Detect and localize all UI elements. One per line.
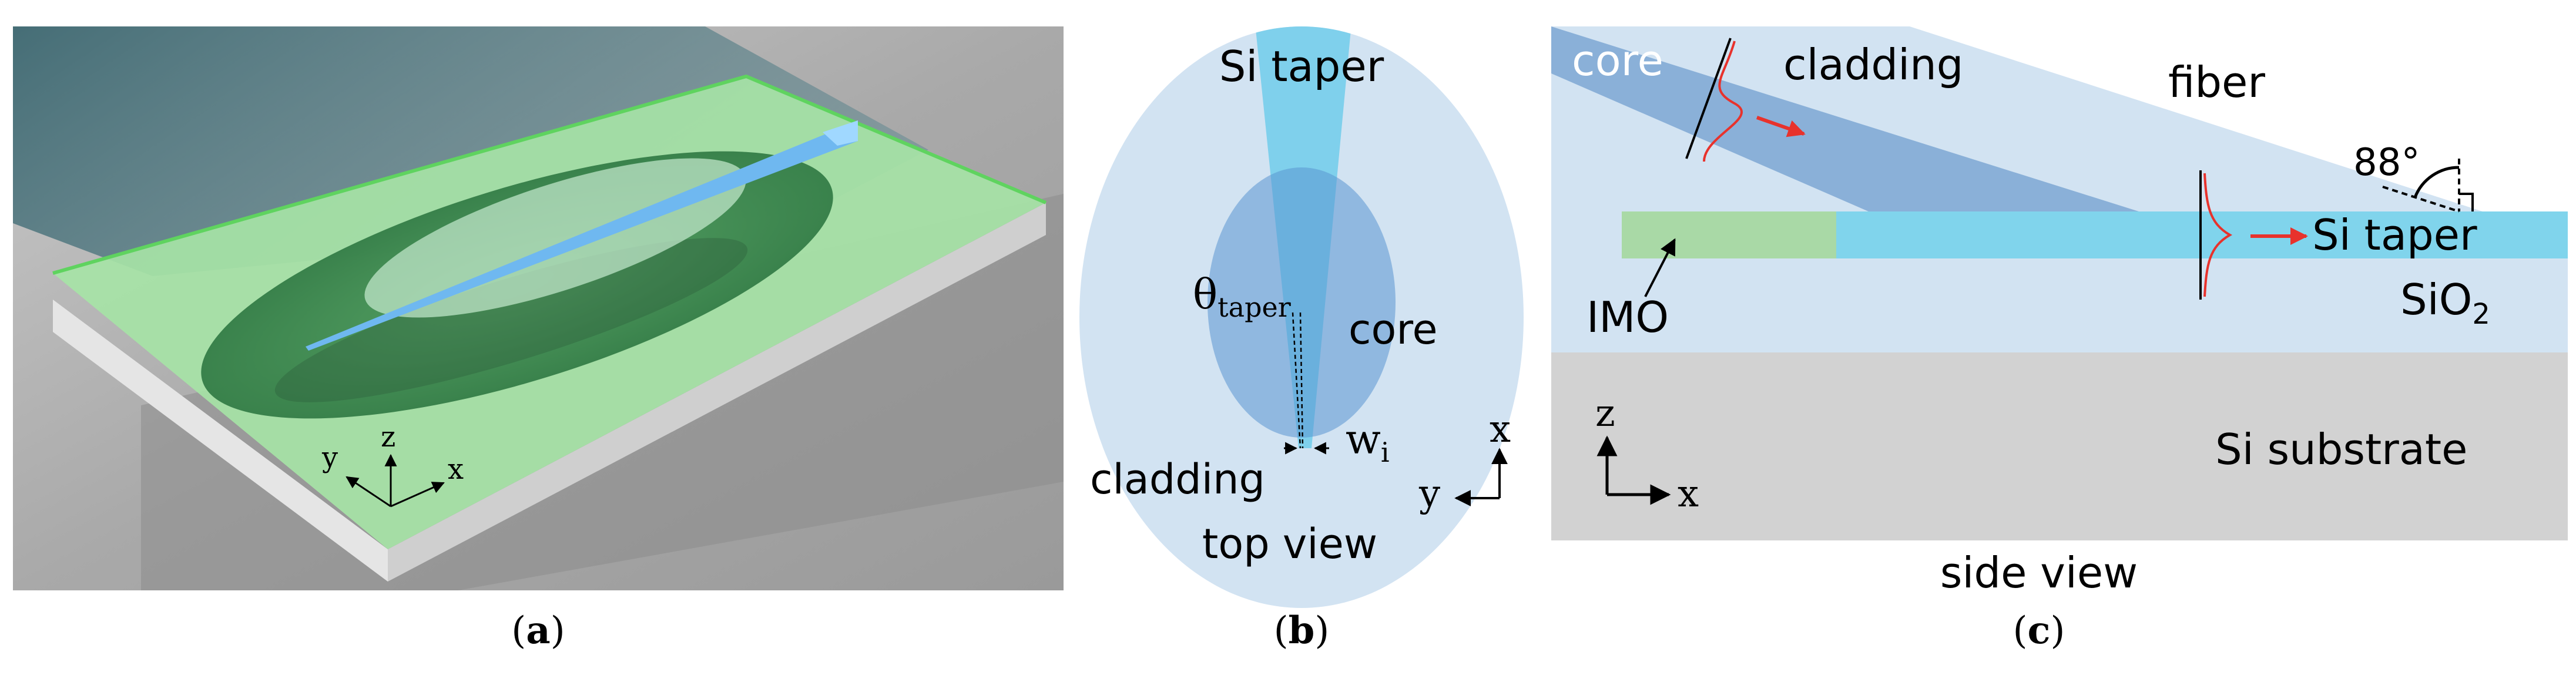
si-taper-side bbox=[1836, 211, 2568, 258]
label-fiber: fiber bbox=[2168, 58, 2265, 107]
label-cladding-b: cladding bbox=[1090, 455, 1265, 503]
taper-mode-profile bbox=[2203, 173, 2233, 297]
label-theta: θtaper bbox=[1193, 270, 1291, 323]
cladding-edge bbox=[52, 74, 1047, 275]
caption-b: (b) bbox=[1274, 609, 1330, 653]
caption-a: (a) bbox=[511, 609, 565, 653]
axes-c bbox=[1596, 435, 1671, 505]
theta-line-1 bbox=[1292, 312, 1302, 449]
core-circle bbox=[1208, 167, 1396, 438]
panel-b-topview: Si taper θtaper core wi cladding top vie… bbox=[1079, 26, 1524, 608]
caption-c: (c) bbox=[2013, 609, 2065, 653]
substrate-side-left bbox=[53, 300, 388, 582]
label-imo: IMO bbox=[1586, 293, 1669, 342]
axis-x-label-a: x bbox=[448, 453, 464, 486]
label-si-taper-c: Si taper bbox=[2312, 210, 2477, 260]
label-core-b: core bbox=[1349, 305, 1438, 354]
imo-arrow bbox=[1644, 238, 1676, 297]
label-cladding-c: cladding bbox=[1783, 40, 1963, 89]
axis-z-label-a: z bbox=[381, 421, 395, 453]
label-top-view: top view bbox=[1202, 520, 1377, 568]
axes-b bbox=[1454, 448, 1508, 506]
si-substrate bbox=[1551, 352, 2568, 540]
core-shadow bbox=[274, 238, 748, 402]
label-side-view: side view bbox=[1940, 548, 2138, 597]
panel-a-render: z x y bbox=[13, 26, 1064, 590]
label-w: wi bbox=[1346, 415, 1390, 468]
axis-y-label-a: y bbox=[321, 441, 338, 474]
fiber-mode-plane bbox=[1685, 38, 1732, 159]
panel-c-sideview bbox=[1551, 26, 2568, 540]
right-angle-mark bbox=[2459, 193, 2474, 211]
axis-y-arrow bbox=[346, 476, 391, 508]
axis-x-arrow bbox=[390, 482, 445, 508]
imo-block bbox=[1622, 211, 1836, 258]
mode-spot bbox=[364, 158, 746, 318]
fiber-propagation-arrow bbox=[1756, 116, 1806, 137]
angle-arc bbox=[2413, 166, 2460, 198]
axis-y-label-b: y bbox=[1418, 472, 1440, 516]
theta-line-2 bbox=[1299, 312, 1304, 449]
label-core-c: core bbox=[1572, 36, 1663, 85]
si-taper-waveguide bbox=[306, 129, 858, 351]
label-angle: 88° bbox=[2353, 141, 2420, 184]
si-taper-end bbox=[823, 120, 858, 146]
fiber-core bbox=[1551, 26, 2139, 211]
axis-z-label-c: z bbox=[1595, 392, 1615, 435]
label-si-substrate: Si substrate bbox=[2215, 425, 2467, 474]
axes-a bbox=[346, 453, 445, 508]
angle-fiber-line bbox=[2382, 186, 2460, 213]
fiber-mode-profile bbox=[1703, 41, 1743, 162]
label-si-taper-b: Si taper bbox=[1219, 42, 1384, 91]
substrate-side-front bbox=[388, 203, 1046, 582]
axis-x-label-c: x bbox=[1678, 472, 1699, 516]
axis-x-label-b: x bbox=[1490, 408, 1511, 451]
label-sio2: SiO2 bbox=[2400, 275, 2490, 331]
